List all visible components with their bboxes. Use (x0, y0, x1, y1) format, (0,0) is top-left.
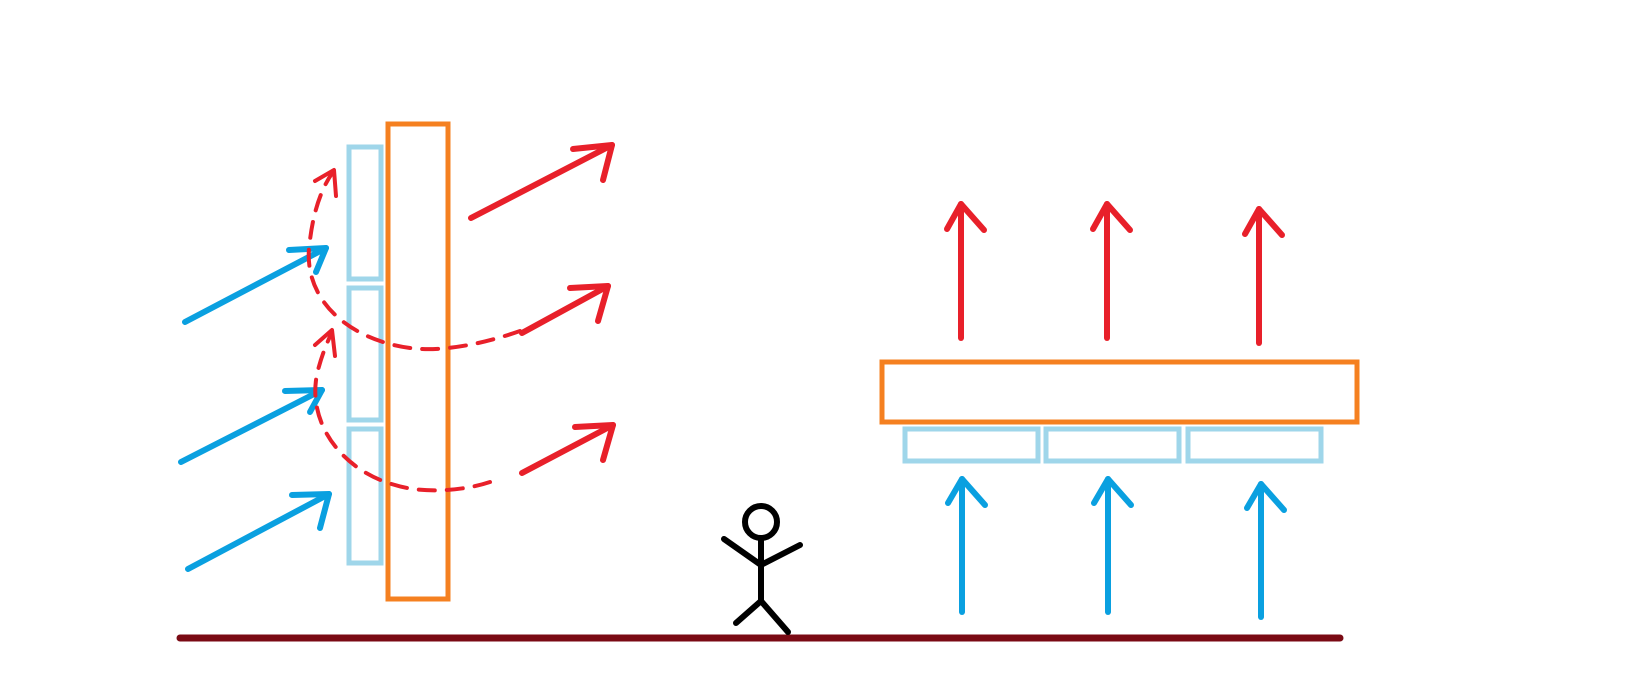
outgoing-arrow-right-1 (944, 201, 987, 341)
outgoing-arrow-left-2 (519, 283, 611, 336)
incoming-arrow-right-3 (1244, 481, 1287, 620)
outgoing-arrows-left (468, 142, 616, 476)
stick-figure (721, 503, 803, 635)
incoming-arrow-left-2 (178, 387, 325, 465)
incoming-arrow-left-3 (185, 491, 332, 572)
dashed-flow-lower-head (313, 328, 337, 358)
incoming-arrow-right-2 (1091, 476, 1134, 615)
dashed-flows-left (306, 170, 522, 493)
horizontal-cell-middle (1043, 426, 1182, 464)
dashed-flow-lower (313, 330, 492, 493)
incoming-arrows-right (945, 476, 1287, 620)
horizontal-cell-right (1185, 426, 1324, 464)
horizontal-cell-left (902, 426, 1041, 464)
dashed-flow-upper (306, 170, 522, 352)
outgoing-arrow-right-2 (1090, 201, 1133, 341)
vertical-cell-middle (346, 285, 384, 423)
outgoing-arrows-right (944, 201, 1285, 346)
outgoing-arrow-left-3 (519, 422, 616, 476)
outgoing-arrow-right-3 (1242, 206, 1285, 346)
vertical-panel-group (346, 121, 451, 602)
incoming-arrow-right-1 (945, 476, 988, 615)
stick-figure-head (742, 503, 780, 541)
stick-figure-arm-left (721, 536, 764, 568)
stick-figure-arm-right (758, 542, 803, 568)
incoming-arrow-left-1 (182, 245, 329, 325)
outgoing-arrow-left-1 (468, 142, 615, 221)
dashed-flow-upper-head (313, 168, 338, 198)
vertical-panel (385, 121, 451, 602)
horizontal-panel-group (879, 359, 1360, 464)
incoming-arrows-left (178, 245, 332, 572)
vertical-cell-bottom (346, 426, 384, 566)
stick-figure-leg-left (733, 598, 764, 626)
horizontal-panel (879, 359, 1360, 425)
stick-figure-leg-right (758, 598, 791, 635)
vertical-cell-top (346, 144, 384, 282)
dashed-flow-arrowheads (313, 168, 338, 358)
